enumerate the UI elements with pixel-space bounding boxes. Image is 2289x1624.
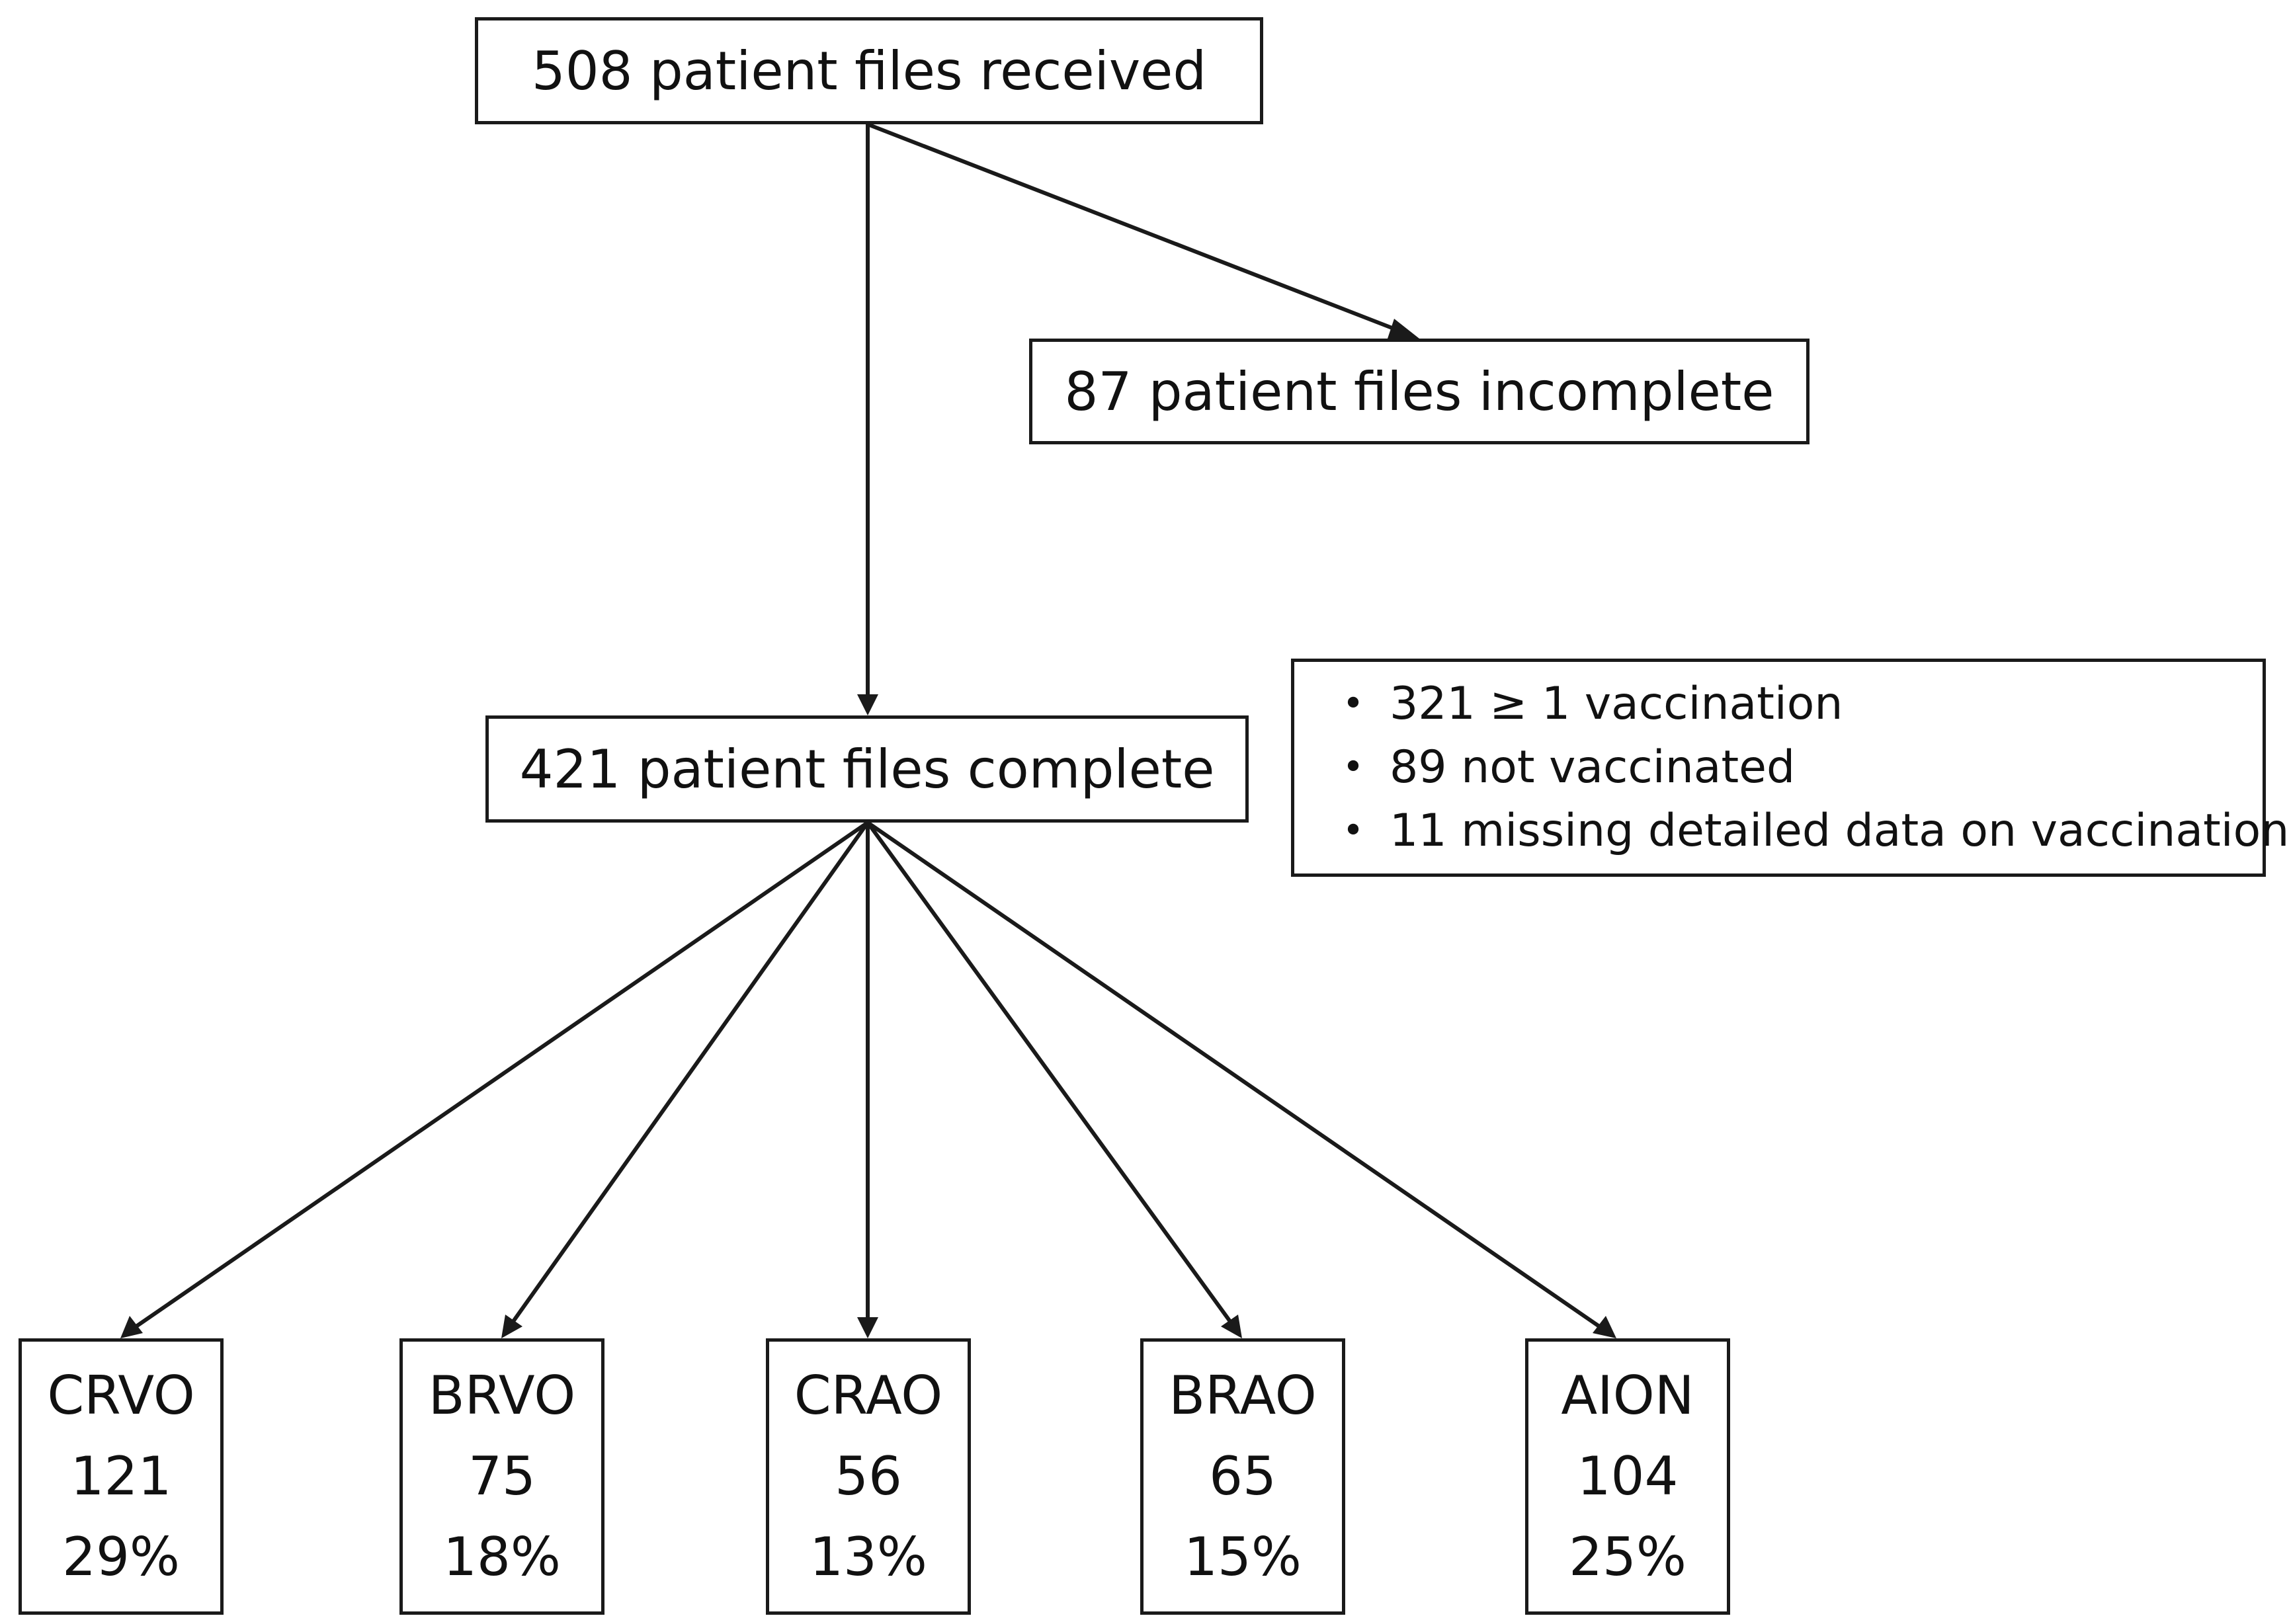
arrow-complete-to-aion — [866, 821, 1604, 1331]
arrow-received-to-incomplete — [866, 122, 1397, 331]
arrow-complete-to-crvo — [131, 821, 869, 1331]
category-box-brao: BRAO 65 15% — [1140, 1338, 1345, 1615]
arrowhead-brvo — [501, 1315, 522, 1338]
category-name: CRVO — [47, 1365, 195, 1426]
category-box-crvo: CRVO 121 29% — [19, 1338, 224, 1615]
arrowhead-crvo — [120, 1316, 143, 1338]
files-complete-label: 421 patient files complete — [519, 738, 1215, 800]
vaccination-item-label: 11 missing detailed data on vaccination — [1390, 805, 2289, 857]
files-incomplete-label: 87 patient files incomplete — [1064, 360, 1774, 423]
arrowhead-complete — [857, 694, 878, 715]
files-received-box: 508 patient files received — [475, 17, 1263, 124]
arrowhead-aion — [1593, 1316, 1616, 1338]
files-complete-box: 421 patient files complete — [485, 715, 1249, 823]
vaccination-item: • 321 ≥ 1 vaccination — [1317, 672, 2289, 736]
arrowhead-incomplete — [1388, 319, 1419, 339]
category-name: AION — [1561, 1365, 1694, 1426]
files-received-label: 508 patient files received — [531, 40, 1207, 102]
category-percent: 29% — [62, 1526, 180, 1588]
category-count: 121 — [70, 1445, 172, 1507]
bullet-icon: • — [1342, 809, 1364, 852]
category-percent: 18% — [443, 1526, 561, 1588]
arrow-complete-to-brvo — [509, 821, 870, 1326]
category-box-aion: AION 104 25% — [1525, 1338, 1730, 1615]
files-incomplete-box: 87 patient files incomplete — [1029, 339, 1810, 444]
category-count: 56 — [835, 1445, 902, 1507]
category-percent: 13% — [810, 1526, 927, 1588]
arrowhead-brao — [1221, 1315, 1242, 1338]
category-box-brvo: BRVO 75 18% — [399, 1338, 604, 1615]
vaccination-list: • 321 ≥ 1 vaccination • 89 not vaccinate… — [1317, 672, 2289, 863]
vaccination-item-label: 89 not vaccinated — [1390, 741, 1796, 793]
category-name: BRAO — [1169, 1365, 1317, 1426]
category-percent: 25% — [1569, 1526, 1686, 1588]
vaccination-item: • 89 not vaccinated — [1317, 736, 2289, 799]
bullet-icon: • — [1342, 746, 1364, 789]
category-name: CRAO — [794, 1365, 943, 1426]
category-percent: 15% — [1184, 1526, 1302, 1588]
bullet-icon: • — [1342, 682, 1364, 725]
vaccination-item: • 11 missing detailed data on vaccinatio… — [1317, 799, 2289, 863]
vaccination-status-box: • 321 ≥ 1 vaccination • 89 not vaccinate… — [1291, 659, 2289, 877]
category-box-crao: CRAO 56 13% — [766, 1338, 971, 1615]
arrow-complete-to-brao — [866, 821, 1235, 1326]
arrowhead-crao — [857, 1317, 878, 1338]
vaccination-item-label: 321 ≥ 1 vaccination — [1390, 678, 1843, 730]
category-count: 104 — [1577, 1445, 1679, 1507]
category-count: 75 — [468, 1445, 536, 1507]
category-count: 65 — [1209, 1445, 1276, 1507]
category-name: BRVO — [428, 1365, 576, 1426]
